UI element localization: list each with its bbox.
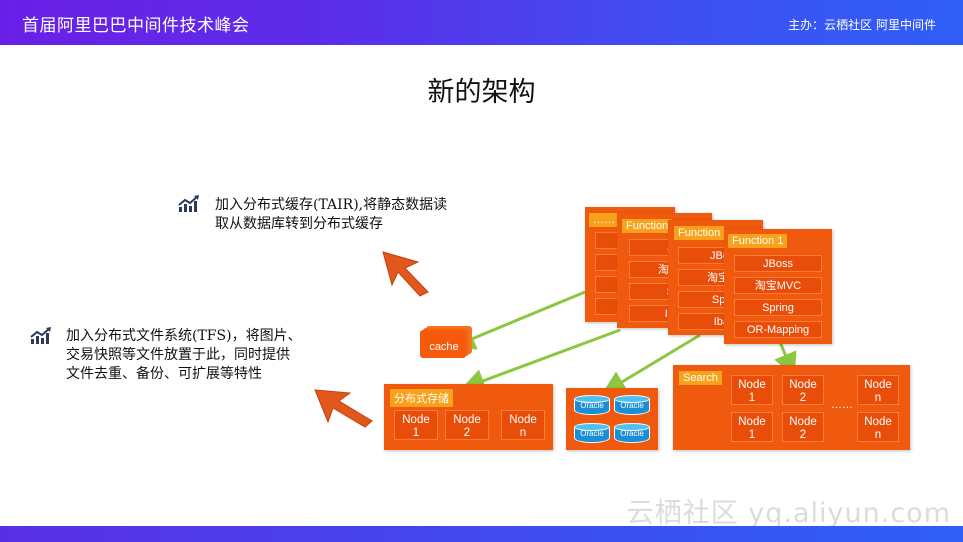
cache-label: cache xyxy=(429,341,459,353)
node-index: 2 xyxy=(799,392,807,404)
page-title: 新的架构 xyxy=(427,77,536,108)
bullet-tfs-line3: 文件去重、备份、可扩展等特性 xyxy=(66,366,262,382)
bullet-tfs: 加入分布式文件系统(TFS)，将图片、 交易快照等文件放置于此，同时提供 文件去… xyxy=(66,327,302,384)
node-title: Node xyxy=(864,416,892,428)
node-index: n xyxy=(519,427,527,439)
oracle-cap xyxy=(614,423,650,431)
node-title: Node xyxy=(509,414,537,426)
search-label: Search xyxy=(679,371,722,385)
jboss-item: JBoss xyxy=(734,255,822,272)
panel-mid1-label: Function xyxy=(622,219,673,233)
storage-label: 分布式存储 xyxy=(390,389,453,407)
node-index: n xyxy=(874,392,882,404)
node-index: n xyxy=(874,429,882,441)
oracle-label: Oracle xyxy=(614,427,650,443)
node-title: Node xyxy=(738,416,766,428)
node-title: Node xyxy=(738,379,766,391)
node-title: Node xyxy=(402,414,430,426)
app-panel-front: Function 1 JBoss 淘宝MVC Spring OR-Mapping xyxy=(724,229,832,344)
oracle-db-icon: Oracle xyxy=(614,395,650,417)
arrow-to-storage xyxy=(460,328,621,393)
storage-node-2: Node 2 xyxy=(445,410,489,440)
oracle-label: Oracle xyxy=(574,427,610,443)
oracle-db-icon: Oracle xyxy=(574,423,610,445)
arrow-to-cache xyxy=(450,290,586,350)
search-node-r2-1: Node 1 xyxy=(731,412,773,442)
bullet-tfs-line2: 交易快照等文件放置于此，同时提供 xyxy=(66,347,290,363)
orange-pointer-1 xyxy=(382,251,429,297)
oracle-label: Oracle xyxy=(574,399,610,415)
cache-stack: cache xyxy=(420,326,472,362)
oracle-db-icon: Oracle xyxy=(614,423,650,445)
bullet-tair: 加入分布式缓存(TAIR),将静态数据读 取从数据库转到分布式缓存 xyxy=(215,196,447,234)
node-index: 1 xyxy=(748,392,756,404)
storage-panel: 分布式存储 Node 1 Node 2 Node n xyxy=(384,384,553,450)
search-dots: …… xyxy=(831,399,853,411)
cache-layer xyxy=(420,330,466,358)
chart-growth-icon xyxy=(30,327,51,344)
search-node-r1-2: Node 2 xyxy=(782,375,824,405)
search-node-r2-n: Node n xyxy=(857,412,899,442)
node-index: 2 xyxy=(799,429,807,441)
node-title: Node xyxy=(789,379,817,391)
footer-bar xyxy=(0,526,963,542)
spring-item: Spring xyxy=(734,299,822,316)
chart-growth-icon xyxy=(178,195,199,212)
arrow-to-oracle xyxy=(601,333,701,395)
oracle-cap xyxy=(574,423,610,431)
node-index: 1 xyxy=(412,427,420,439)
conference-title: 首届阿里巴巴中间件技术峰会 xyxy=(22,16,250,36)
panel-mid2-item: 淘宝 xyxy=(678,269,733,286)
bullet-tair-line1: 加入分布式缓存(TAIR),将静态数据读 xyxy=(215,197,448,213)
bullet-tair-line2: 取从数据库转到分布式缓存 xyxy=(215,216,383,232)
search-panel: Search Node 1 Node 2 Node n …… Node 1 No… xyxy=(673,365,910,450)
oracle-cap xyxy=(574,395,610,403)
search-node-r1-1: Node 1 xyxy=(731,375,773,405)
taobao-mvc-item: 淘宝MVC xyxy=(734,277,822,294)
oracle-cap xyxy=(614,395,650,403)
oracle-panel: Oracle Oracle Oracle Oracle xyxy=(566,388,658,450)
watermark: 云栖社区 yq.aliyun.com xyxy=(626,498,951,529)
panel-front-label: Function 1 xyxy=(728,234,788,248)
oracle-db-icon: Oracle xyxy=(574,395,610,417)
orange-pointer-2 xyxy=(314,389,373,428)
panel-back-label: …… xyxy=(589,213,619,227)
storage-node-n: Node n xyxy=(501,410,545,440)
host-text: 主办：云栖社区 阿里中间件 xyxy=(788,18,936,32)
panel-mid2-label: Function xyxy=(674,226,725,240)
search-node-r2-2: Node 2 xyxy=(782,412,824,442)
node-title: Node xyxy=(789,416,817,428)
bullet-tfs-line1: 加入分布式文件系统(TFS)，将图片、 xyxy=(66,328,302,344)
search-node-r1-n: Node n xyxy=(857,375,899,405)
or-mapping-item: OR-Mapping xyxy=(734,321,822,338)
node-index: 2 xyxy=(463,427,471,439)
storage-node-1: Node 1 xyxy=(394,410,438,440)
header-bar: 首届阿里巴巴中间件技术峰会 主办：云栖社区 阿里中间件 xyxy=(0,0,963,45)
oracle-label: Oracle xyxy=(614,399,650,415)
arrow-to-search xyxy=(774,341,797,378)
node-title: Node xyxy=(453,414,481,426)
node-title: Node xyxy=(864,379,892,391)
node-index: 1 xyxy=(748,429,756,441)
